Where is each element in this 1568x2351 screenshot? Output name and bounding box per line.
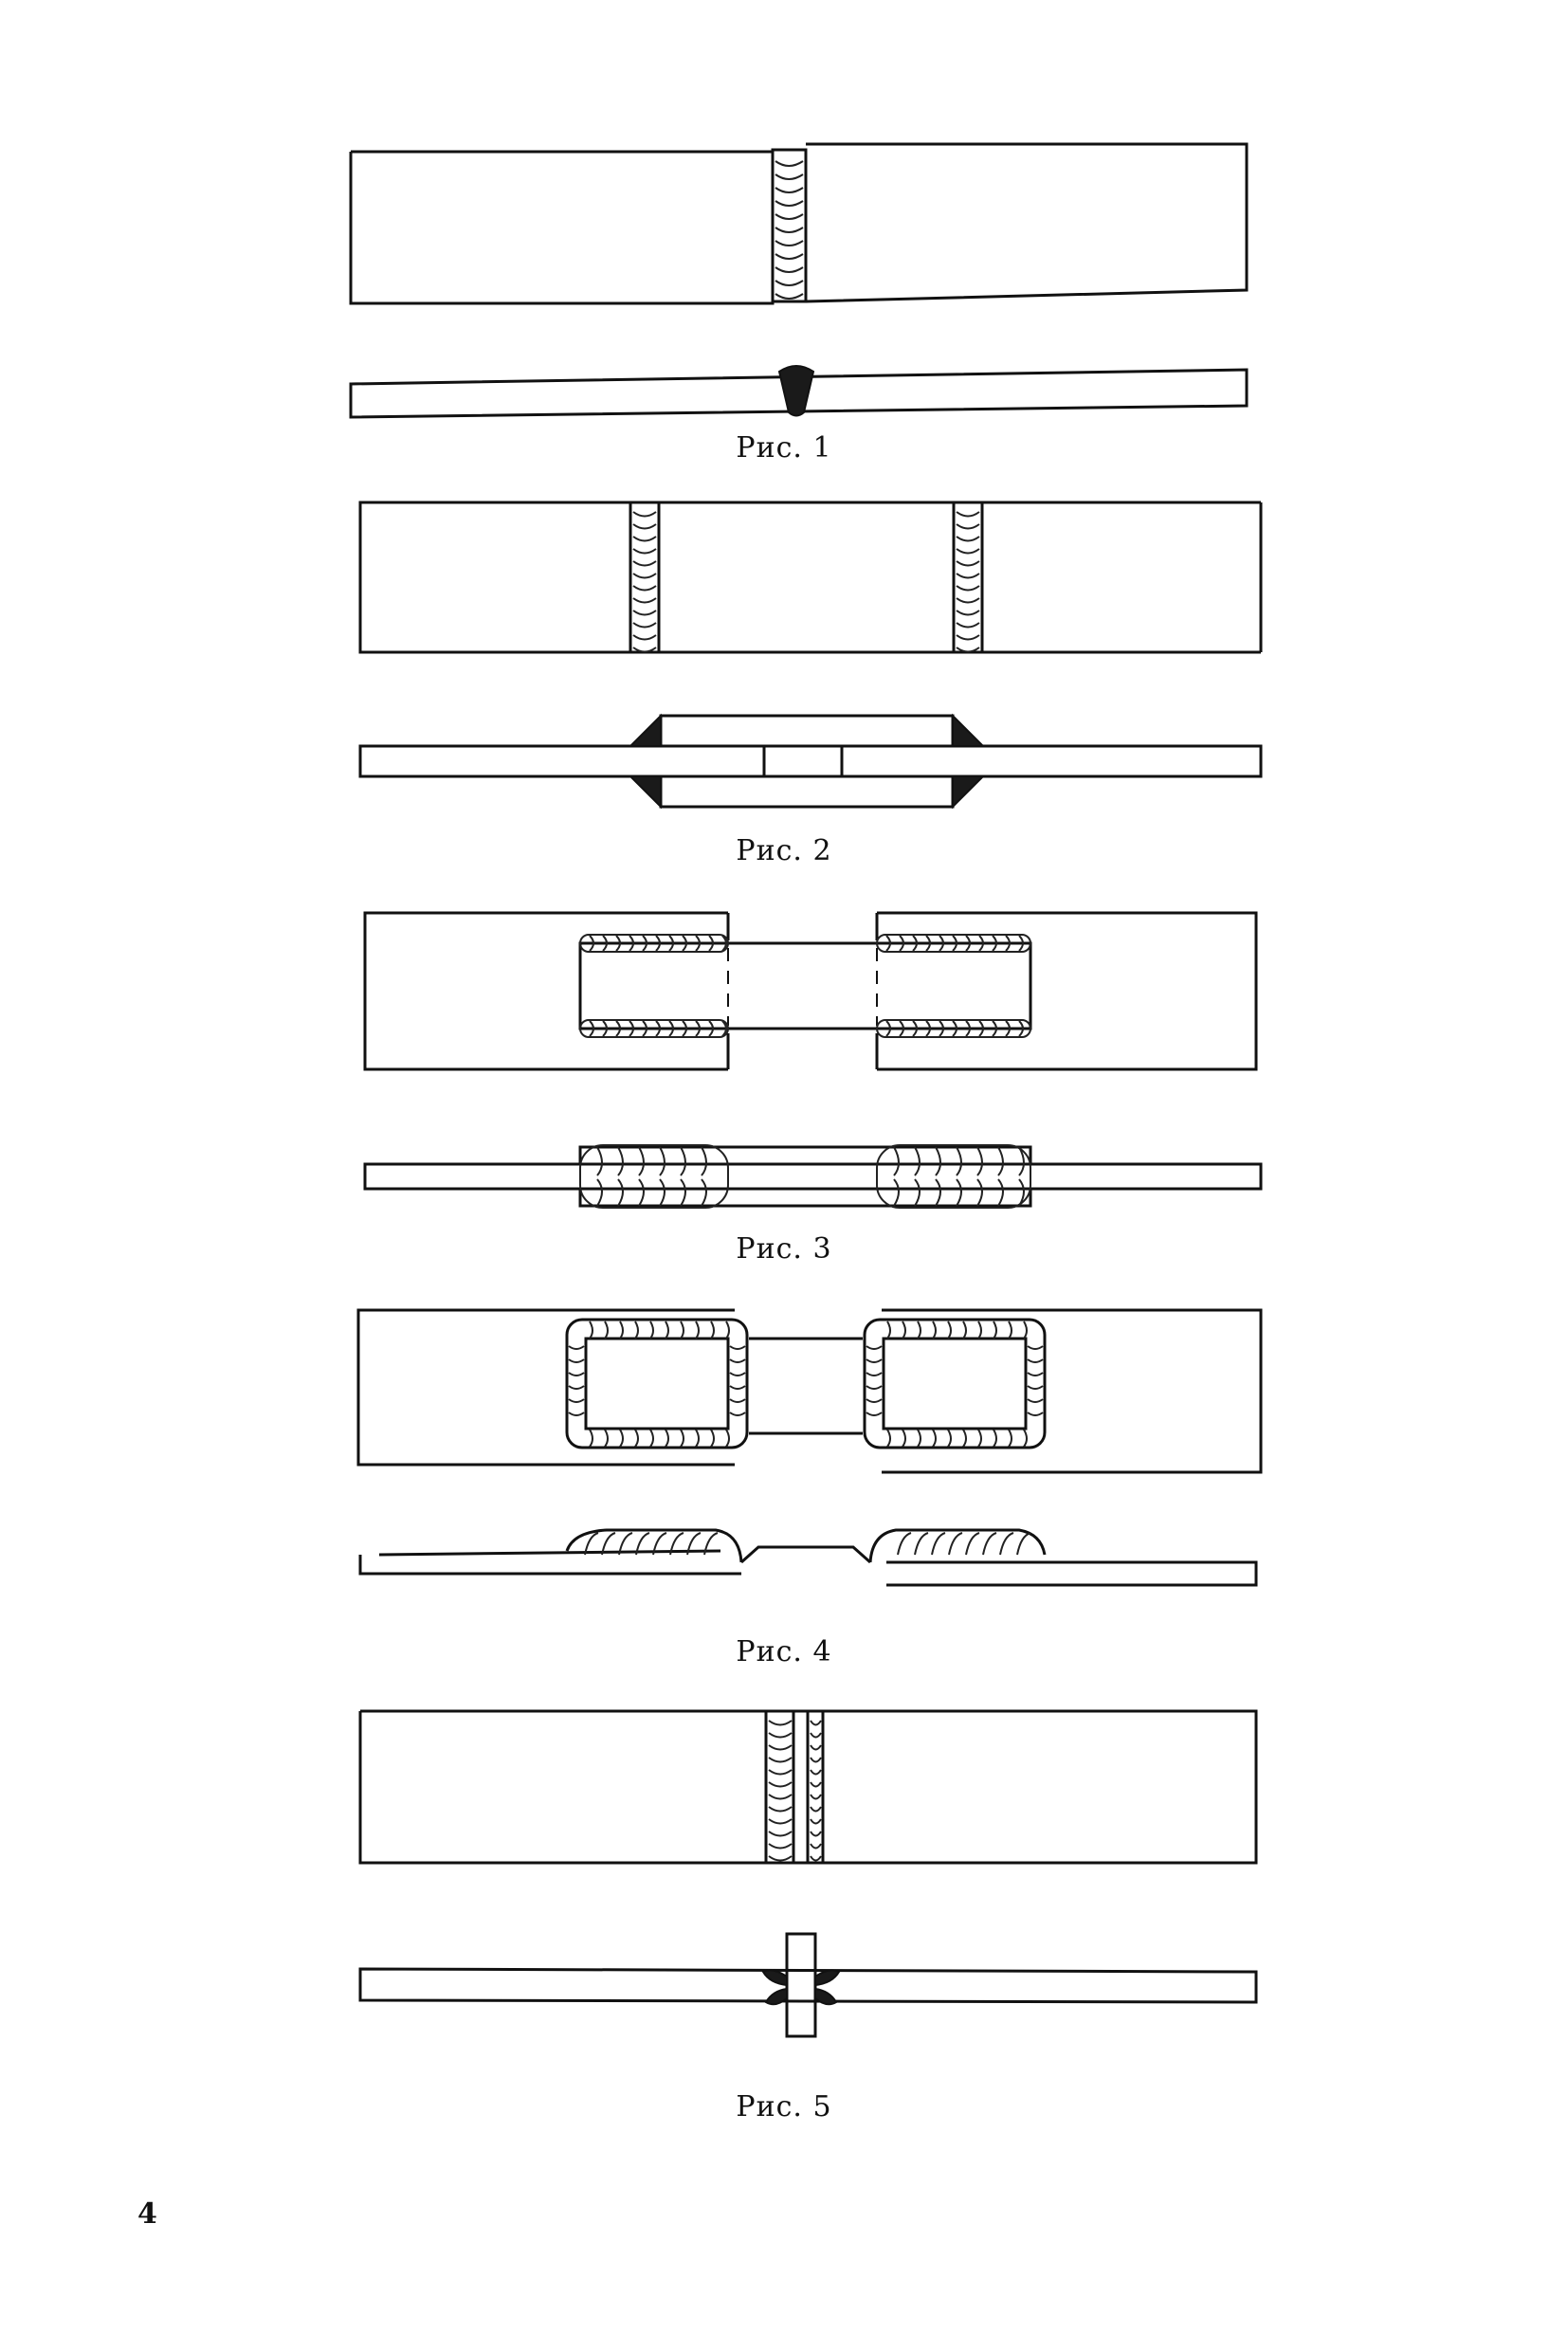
fig3-caption: Рис. 3 xyxy=(736,1232,832,1266)
fig2-drawing xyxy=(358,501,1263,810)
fig1-drawing xyxy=(349,142,1249,419)
fig5-drawing xyxy=(358,1709,1258,2038)
fig4-side-view xyxy=(358,1528,1258,1587)
fig4-top-view xyxy=(356,1308,1263,1474)
fig4-caption: Рис. 4 xyxy=(736,1635,832,1668)
fig1-top-view xyxy=(349,142,1249,305)
fig5-top-view xyxy=(358,1709,1258,1865)
fig3-top-view xyxy=(363,911,1258,1071)
fig3-side-view xyxy=(363,1144,1263,1209)
page-number: 4 xyxy=(137,2197,157,2231)
fig2-side-view xyxy=(358,713,1263,810)
fig5-caption: Рис. 5 xyxy=(736,2090,832,2123)
fig2-top-view xyxy=(358,501,1263,654)
fig4-drawing xyxy=(356,1308,1263,1587)
fig1-caption: Рис. 1 xyxy=(736,431,832,465)
fig3-drawing xyxy=(363,911,1263,1209)
fig2-caption: Рис. 2 xyxy=(736,834,832,867)
fig5-side-view xyxy=(358,1932,1258,2038)
fig1-side-view xyxy=(349,365,1249,419)
